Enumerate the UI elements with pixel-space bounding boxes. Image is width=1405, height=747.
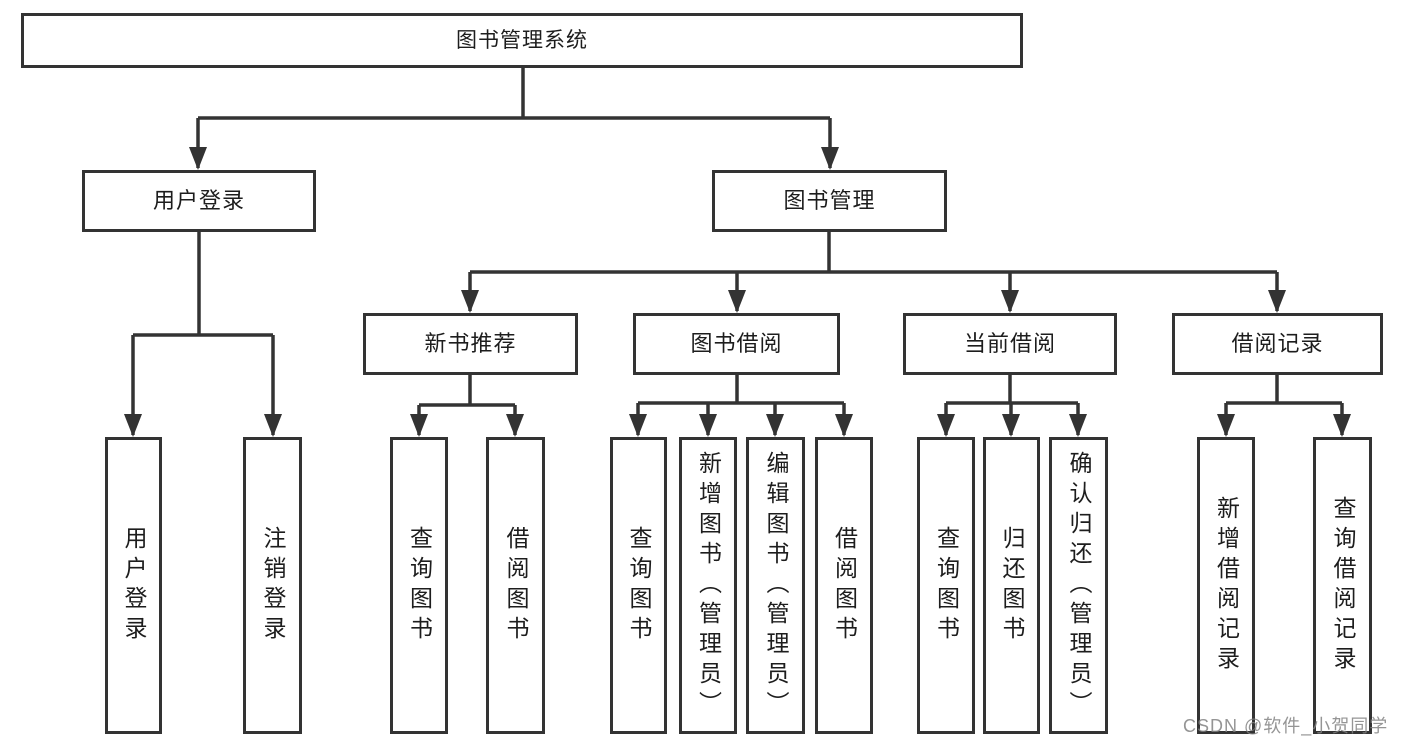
leaf-query-borrow-record: 查询借阅记录 — [1313, 437, 1372, 734]
leaf-query-books-recommend-label: 查询图书 — [406, 525, 433, 646]
leaf-confirm-return-admin: 确认归还（管理员） — [1049, 437, 1108, 734]
node-new-book-recommend: 新书推荐 — [363, 313, 578, 375]
leaf-edit-book-admin-label: 编辑图书（管理员） — [763, 450, 789, 721]
leaf-user-login: 用户登录 — [105, 437, 162, 734]
node-new-book-recommend-label: 新书推荐 — [424, 331, 517, 356]
leaf-query-books-recommend: 查询图书 — [390, 437, 448, 734]
node-user-login-label: 用户登录 — [152, 188, 245, 213]
leaf-add-book-admin: 新增图书（管理员） — [679, 437, 737, 734]
node-book-borrowing: 图书借阅 — [633, 313, 840, 375]
arrowheads — [124, 147, 1351, 437]
leaf-borrow-books-recommend-label: 借阅图书 — [503, 525, 529, 646]
node-borrowing-records: 借阅记录 — [1172, 313, 1383, 375]
leaf-add-borrow-record: 新增借阅记录 — [1197, 437, 1255, 734]
node-root-label: 图书管理系统 — [456, 29, 588, 52]
leaf-logout: 注销登录 — [243, 437, 302, 734]
connector-paths — [131, 68, 1344, 435]
watermark-text: CSDN @软件_小贺同学 — [1183, 716, 1389, 736]
node-current-borrowing-label: 当前借阅 — [963, 331, 1056, 356]
leaf-query-borrow-record-label: 查询借阅记录 — [1330, 495, 1356, 676]
node-user-login: 用户登录 — [82, 170, 316, 232]
node-book-management-label: 图书管理 — [783, 188, 876, 213]
node-current-borrowing: 当前借阅 — [903, 313, 1117, 375]
leaf-add-borrow-record-label: 新增借阅记录 — [1213, 495, 1240, 676]
leaf-user-login-label: 用户登录 — [121, 525, 147, 646]
leaf-borrow-books-borrowing-label: 借阅图书 — [831, 525, 858, 646]
leaf-confirm-return-admin-label: 确认归还（管理员） — [1066, 450, 1092, 721]
leaf-logout-label: 注销登录 — [260, 525, 286, 646]
leaf-query-books-current: 查询图书 — [917, 437, 975, 734]
leaf-query-books-borrowing: 查询图书 — [610, 437, 667, 734]
leaf-borrow-books-borrowing: 借阅图书 — [815, 437, 873, 734]
leaf-query-books-borrowing-label: 查询图书 — [626, 525, 652, 646]
leaf-add-book-admin-label: 新增图书（管理员） — [695, 450, 722, 721]
leaf-query-books-current-label: 查询图书 — [933, 525, 960, 646]
node-root: 图书管理系统 — [21, 13, 1023, 68]
node-book-borrowing-label: 图书借阅 — [690, 331, 783, 356]
node-book-management: 图书管理 — [712, 170, 947, 232]
leaf-edit-book-admin: 编辑图书（管理员） — [746, 437, 805, 734]
leaf-return-books: 归还图书 — [983, 437, 1040, 734]
node-borrowing-records-label: 借阅记录 — [1231, 331, 1324, 356]
leaf-borrow-books-recommend: 借阅图书 — [486, 437, 545, 734]
leaf-return-books-label: 归还图书 — [999, 525, 1025, 646]
